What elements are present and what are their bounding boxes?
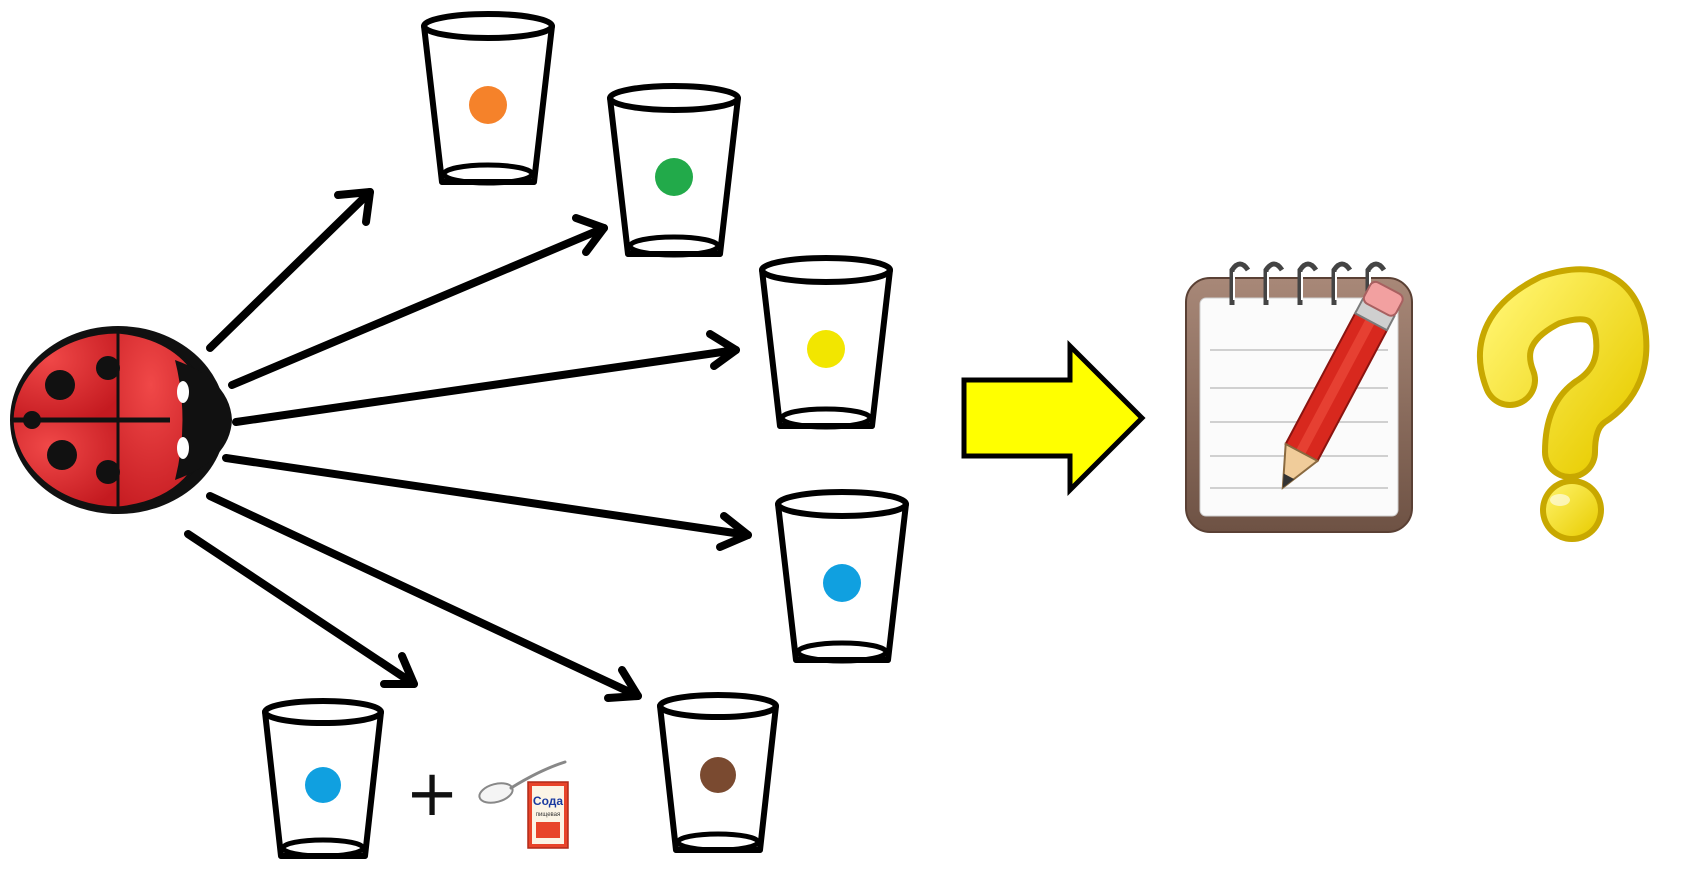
glass-green — [607, 83, 741, 258]
glass-yellow — [759, 255, 893, 430]
color-dot-cyan — [823, 564, 861, 602]
soda-label: Сода — [533, 794, 563, 808]
color-dot-cyan-soda — [305, 767, 341, 803]
question-mark-icon — [1477, 266, 1650, 542]
color-dot-orange — [469, 86, 507, 124]
glass-brown — [657, 692, 779, 853]
soda-box: Сода пищевая — [527, 781, 569, 849]
color-dot-green — [655, 158, 693, 196]
arrow-to-cyan-glass — [222, 454, 752, 551]
spoon-icon — [478, 760, 567, 804]
arrow-to-yellow-glass — [232, 330, 740, 426]
arrow-to-brown-glass — [206, 492, 642, 702]
glass-cyan — [775, 489, 909, 664]
arrow-to-orange-glass — [206, 188, 374, 352]
soda-sublabel: пищевая — [536, 812, 561, 818]
notepad-pencil-icon — [1185, 261, 1413, 533]
right-arrow-icon — [961, 339, 1146, 497]
arrow-to-green-glass — [228, 214, 608, 389]
color-dot-yellow — [807, 330, 845, 368]
glass-orange — [421, 11, 555, 186]
glass-cyan-soda — [262, 698, 384, 859]
color-dot-brown — [700, 757, 736, 793]
ladybug-icon — [10, 326, 232, 514]
arrow-to-soda-glass — [184, 530, 418, 688]
plus-sign: + — [405, 757, 459, 831]
